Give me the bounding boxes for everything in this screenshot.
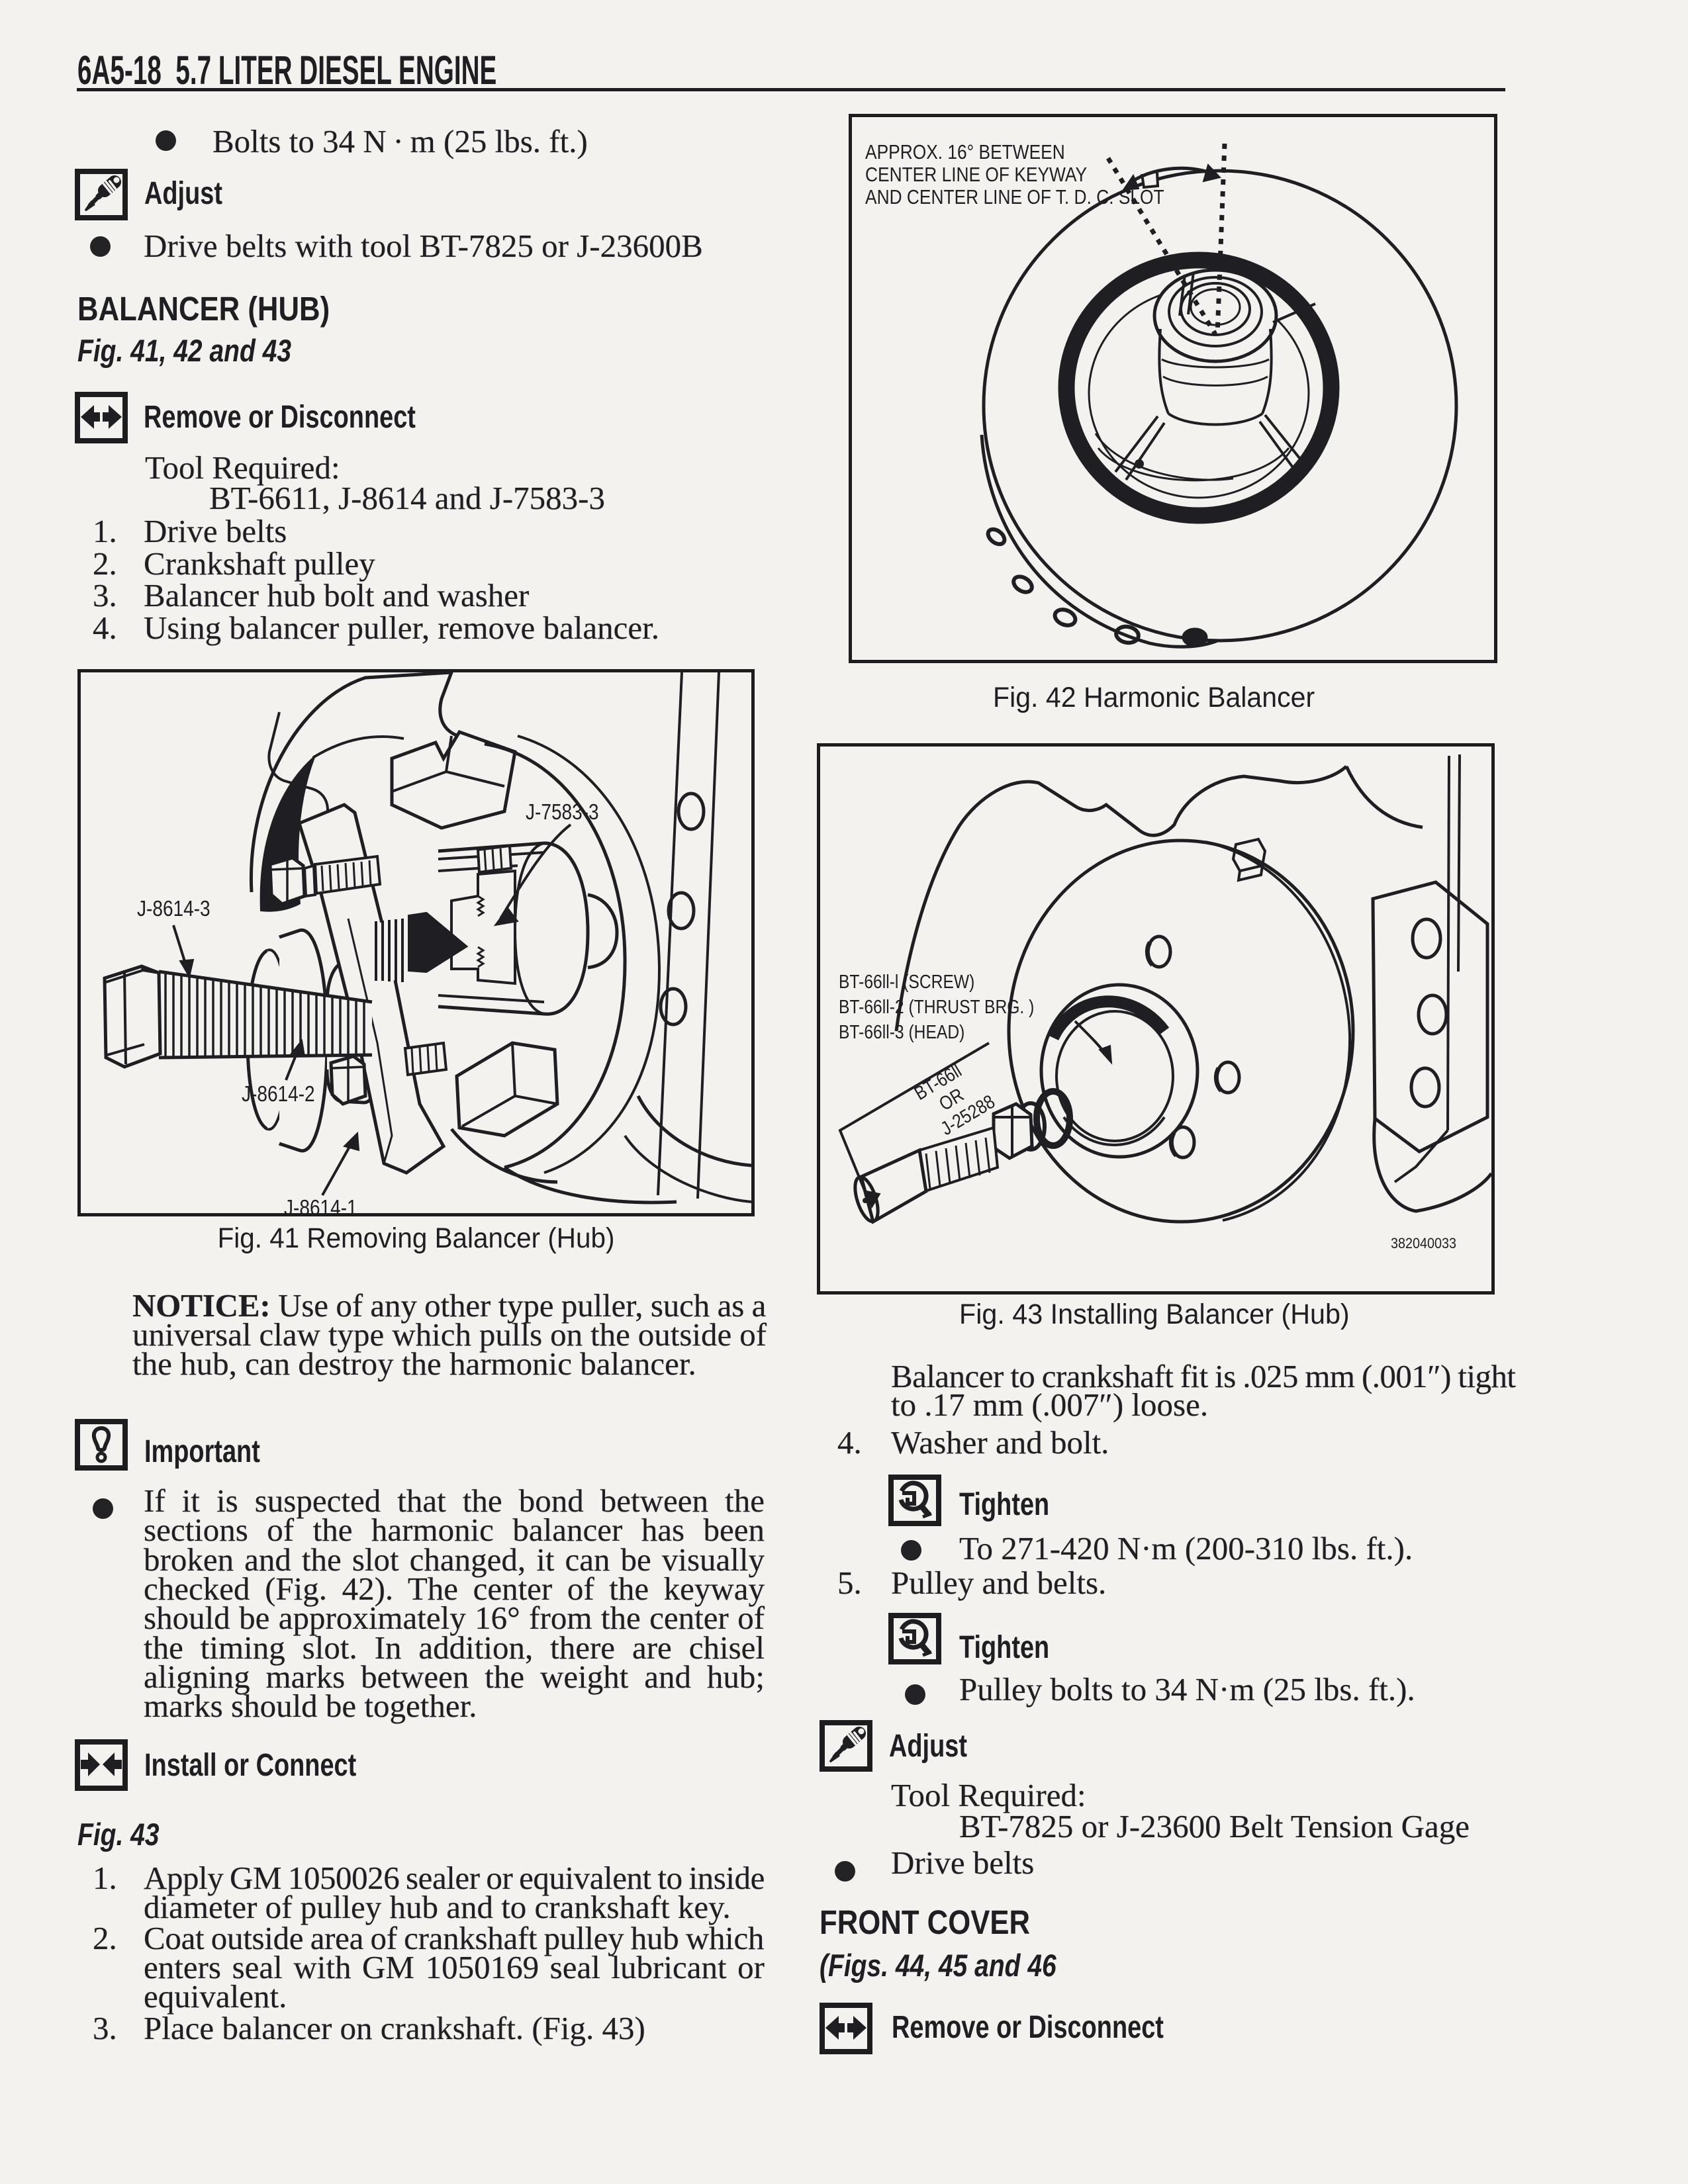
svg-text:J-8614-2: J-8614-2 [242, 1082, 315, 1107]
svg-text:382040033: 382040033 [1391, 1236, 1456, 1251]
svg-text:BT-66ll-3 (HEAD): BT-66ll-3 (HEAD) [839, 1021, 964, 1042]
svg-text:CENTER LINE OF KEYWAY: CENTER LINE OF KEYWAY [865, 163, 1087, 186]
svg-text:J-7583-3: J-7583-3 [526, 800, 599, 825]
svg-text:BT-66ll-2 (THRUST BRG. ): BT-66ll-2 (THRUST BRG. ) [839, 996, 1034, 1017]
svg-text:AND CENTER LINE OF T. D. C. S: AND CENTER LINE OF T. D. C. SLOT [865, 186, 1164, 208]
svg-text:J-8614-3: J-8614-3 [137, 897, 211, 921]
svg-text:APPROX. 16° BETWEEN: APPROX. 16° BETWEEN [865, 141, 1065, 163]
svg-text:BT-66ll-l (SCREW): BT-66ll-l (SCREW) [839, 971, 974, 992]
svg-text:J-8614-1: J-8614-1 [284, 1196, 357, 1213]
